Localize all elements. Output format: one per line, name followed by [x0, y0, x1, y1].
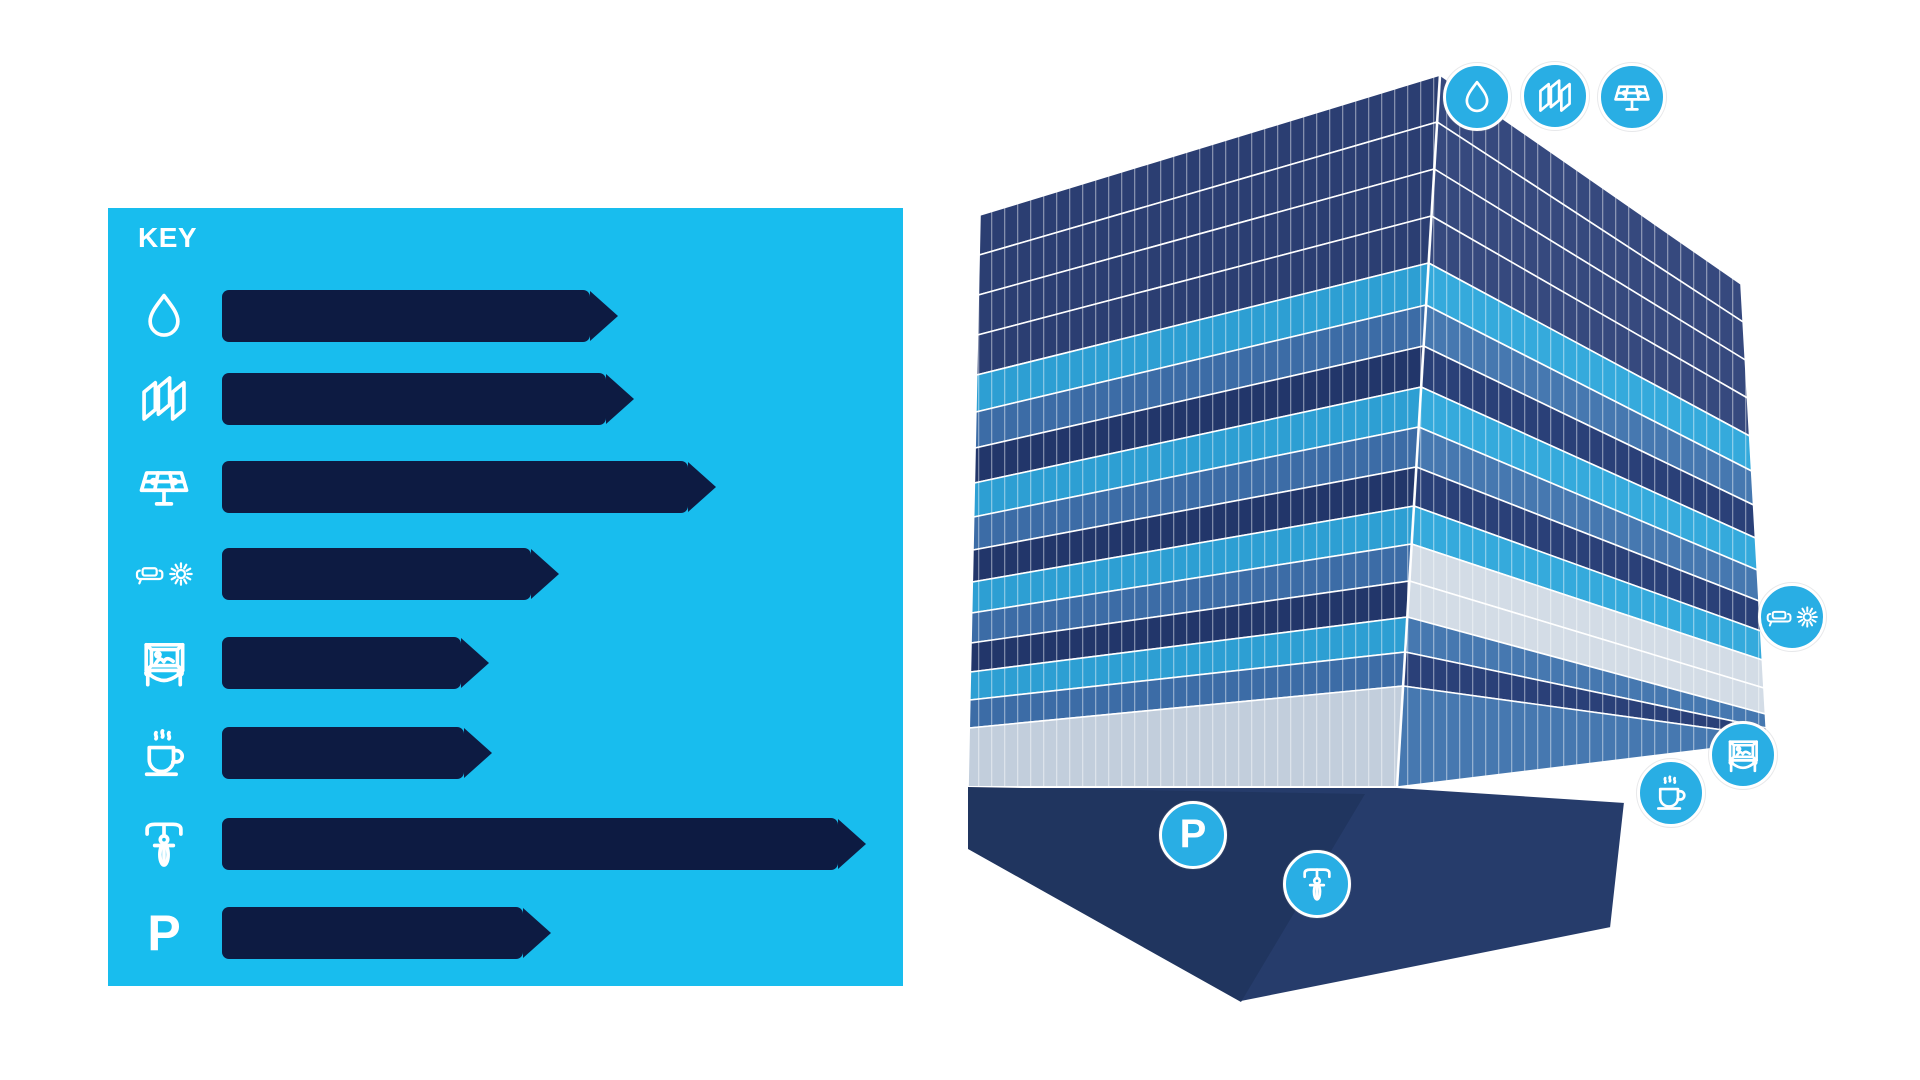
legend-item-coffee-cup — [134, 720, 464, 786]
obscured-label-bar — [222, 818, 838, 870]
building-badge-solar-panel — [1598, 63, 1666, 131]
building-badge-sofa-sun — [1758, 583, 1826, 651]
legend-item-sofa-sun — [134, 541, 531, 607]
legend-item-parking-letter: P — [134, 900, 523, 966]
glazed-panes-icon — [1539, 79, 1571, 112]
building-badge-parking-letter: P — [1159, 801, 1227, 869]
parking-letter: P — [147, 905, 181, 961]
legend-item-water-droplet — [134, 283, 590, 349]
solar-panel-icon — [134, 457, 194, 517]
obscured-label-bar — [222, 461, 688, 513]
key-panel: KEY P — [108, 208, 903, 986]
building-svg — [967, 74, 1768, 1003]
obscured-label-bar — [222, 727, 464, 779]
glazed-panes-icon — [134, 369, 194, 429]
obscured-label-bar — [222, 548, 531, 600]
key-title: KEY — [138, 222, 198, 253]
parking-letter: P — [1179, 811, 1207, 856]
coffee-cup-icon — [1656, 775, 1686, 810]
framed-art-icon — [1728, 740, 1758, 773]
legend-item-framed-art — [134, 630, 461, 696]
legend-item-bicycle — [134, 811, 838, 877]
water-droplet-icon — [1465, 80, 1489, 113]
building-badge-coffee-cup — [1637, 759, 1705, 827]
building-illustration — [965, 50, 1805, 1020]
building-badge-bicycle — [1283, 850, 1351, 918]
water-droplet-icon — [134, 286, 194, 346]
bicycle-icon — [1303, 868, 1331, 901]
obscured-label-bar — [222, 290, 590, 342]
building-badge-glazed-panes — [1521, 62, 1589, 130]
framed-art-icon — [134, 633, 194, 693]
building-badge-water-droplet — [1443, 63, 1511, 131]
coffee-cup-icon — [134, 723, 194, 783]
obscured-label-bar — [222, 637, 461, 689]
bicycle-icon — [134, 814, 194, 874]
building-badge-framed-art — [1709, 721, 1777, 789]
obscured-label-bar — [222, 373, 606, 425]
sofa-sun-icon — [134, 544, 194, 604]
legend-item-solar-panel — [134, 454, 688, 520]
solar-panel-icon — [1614, 85, 1650, 111]
legend-item-glazed-panes — [134, 366, 606, 432]
sofa-sun-icon — [1766, 606, 1818, 628]
obscured-label-bar — [222, 907, 523, 959]
